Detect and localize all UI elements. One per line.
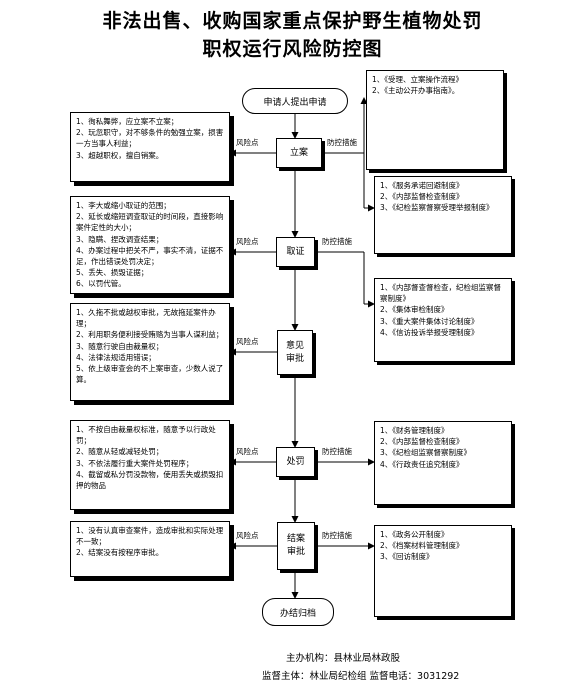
footer-organizer: 主办机构：县林业局林政股	[286, 653, 401, 664]
risk-2-item: 2、延长或缩短调查取证的时间段，直接影响案件定性的大小；	[76, 212, 224, 233]
control-1-item: 2、《内部监督检查制度》	[380, 192, 464, 202]
risk-1-item: 1、徇私舞弊，应立案不立案；	[76, 117, 179, 126]
risk-2-item: 6、以罚代管。	[76, 279, 126, 289]
risk-2-item: 3、隐瞒、捏改调查结果；	[76, 234, 164, 244]
step-3-label: 意见 审批	[285, 340, 304, 364]
risk-2-item: 1、李大或缩小取证的范围；	[76, 201, 171, 210]
risk-1-item: 2、玩忽职守，对不够条件的勉强立案，损害一方当事人利益；	[76, 128, 224, 149]
risk-5-item: 1、没有认真审查案件，造成审批和实际处理不一致；	[76, 526, 224, 547]
control-label-5: 防控措施	[322, 531, 352, 540]
step-1-label: 立案	[289, 147, 308, 158]
step-2-box: 取证	[276, 237, 315, 267]
control-label-4: 防控措施	[322, 447, 352, 456]
control-top-item-2: 2、《主动公开办事指南》。	[372, 86, 460, 96]
risk-2-item: 4、办案过程中把关不严，事实不清，证据不足，作出错误处罚决定；	[76, 245, 224, 267]
page-title-line-1: 非法出售、收购国家重点保护野生植物处罚	[102, 10, 483, 32]
step-4-label: 处罚	[286, 456, 305, 467]
control-label-1: 防控措施	[327, 138, 357, 147]
risk-4-item: 3、不依法履行重大案件处罚程序；	[76, 458, 194, 468]
control-2-item: 4、《信访投诉举报受理制度》	[380, 327, 479, 337]
control-3-item: 1、《财务管理制度》	[380, 426, 449, 435]
control-3-item: 3、《纪检组监察督察制度》	[380, 448, 472, 458]
control-box-3: 1、《财务管理制度》 2、《内部监督检查制度》 3、《纪检组监察督察制度》 4、…	[374, 421, 512, 505]
risk-5-item: 2、结案没有按程序审批。	[76, 548, 164, 558]
control-box-top: 1、《受理、立案操作流程》 2、《主动公开办事指南》。	[366, 70, 504, 170]
risk-3-item: 5、依上级审查会的不上案审查，少数人说了算。	[76, 364, 224, 385]
risk-label-4: 风险点	[236, 447, 259, 456]
risk-2-item: 5、丢失、损毁证据；	[76, 268, 149, 278]
control-4-item: 3、《回访制度》	[380, 552, 434, 562]
control-3-item: 4、《行政责任追究制度》	[380, 459, 464, 469]
control-1-item: 3、《纪检监察督察受理举报制度》	[380, 203, 494, 213]
control-label-2: 防控措施	[322, 237, 352, 246]
control-2-item: 1、《内部督查督检查，纪检组监察督察制度》	[380, 283, 502, 304]
flow-end-node: 办结归档	[262, 598, 334, 626]
risk-box-4: 1、不按自由裁量权标准，随意予以行政处罚； 2、随意从轻或减轻处罚； 3、不依法…	[70, 420, 230, 510]
footer-supervisor: 监督主体：林业局纪检组 监督电话：3031292	[262, 671, 460, 682]
risk-box-3: 1、久拖不批或越权审批，无故拖延案件办理； 2、利用职务便利接受贿赂为当事人谋利…	[70, 303, 230, 401]
risk-1-item: 3、超越职权，擅自销案。	[76, 150, 164, 160]
risk-label-5: 风险点	[236, 531, 259, 540]
risk-3-item: 4、法律法规适用错误；	[76, 352, 156, 362]
control-box-1: 1、《服务承诺回避制度》 2、《内部监督检查制度》 3、《纪检监察督察受理举报制…	[374, 176, 512, 254]
risk-box-5: 1、没有认真审查案件，造成审批和实际处理不一致； 2、结案没有按程序审批。	[70, 521, 230, 577]
page-title-line-2: 职权运行风险防控图	[202, 38, 383, 60]
step-4-box: 处罚	[276, 447, 315, 477]
control-2-item: 2、《集体审检制度》	[380, 305, 449, 315]
control-4-item: 2、《档案材料管理制度》	[380, 541, 464, 551]
risk-4-item: 1、不按自由裁量权标准，随意予以行政处罚；	[76, 425, 216, 446]
control-1-item: 1、《服务承诺回避制度》	[380, 181, 464, 190]
risk-box-2: 1、李大或缩小取证的范围； 2、延长或缩短调查取证的时间段，直接影响案件定性的大…	[70, 196, 230, 294]
risk-3-item: 3、随意行驶自由裁量权；	[76, 341, 164, 351]
control-box-4: 1、《政务公开制度》 2、《档案材料管理制度》 3、《回访制度》	[374, 525, 512, 617]
risk-3-item: 1、久拖不批或越权审批，无故拖延案件办理；	[76, 308, 216, 329]
control-4-item: 1、《政务公开制度》	[380, 530, 449, 539]
flow-start-node: 申请人提出申请	[242, 88, 348, 114]
control-top-item-1: 1、《受理、立案操作流程》	[372, 75, 464, 84]
step-5-box: 结案 审批	[277, 522, 315, 570]
risk-label-2: 风险点	[236, 237, 259, 246]
control-box-2: 1、《内部督查督检查，纪检组监察督察制度》 2、《集体审检制度》 3、《重大案件…	[374, 278, 512, 362]
step-3-box: 意见 审批	[277, 330, 313, 375]
risk-4-item: 4、截留或私分罚没款物，使用丢失或损毁扣押的物品	[76, 469, 224, 491]
risk-label-3: 风险点	[236, 337, 259, 346]
risk-box-1: 1、徇私舞弊，应立案不立案； 2、玩忽职守，对不够条件的勉强立案，损害一方当事人…	[70, 112, 230, 182]
step-1-box: 立案	[276, 138, 322, 168]
step-5-label: 结案 审批	[286, 534, 305, 557]
risk-label-1: 风险点	[236, 138, 259, 147]
risk-4-item: 2、随意从轻或减轻处罚；	[76, 447, 164, 457]
control-2-item: 3、《重大案件集体讨论制度》	[380, 316, 479, 326]
control-3-item: 2、《内部监督检查制度》	[380, 437, 464, 447]
step-2-label: 取证	[286, 246, 305, 257]
risk-3-item: 2、利用职务便利接受贿赂为当事人谋利益；	[76, 330, 224, 340]
